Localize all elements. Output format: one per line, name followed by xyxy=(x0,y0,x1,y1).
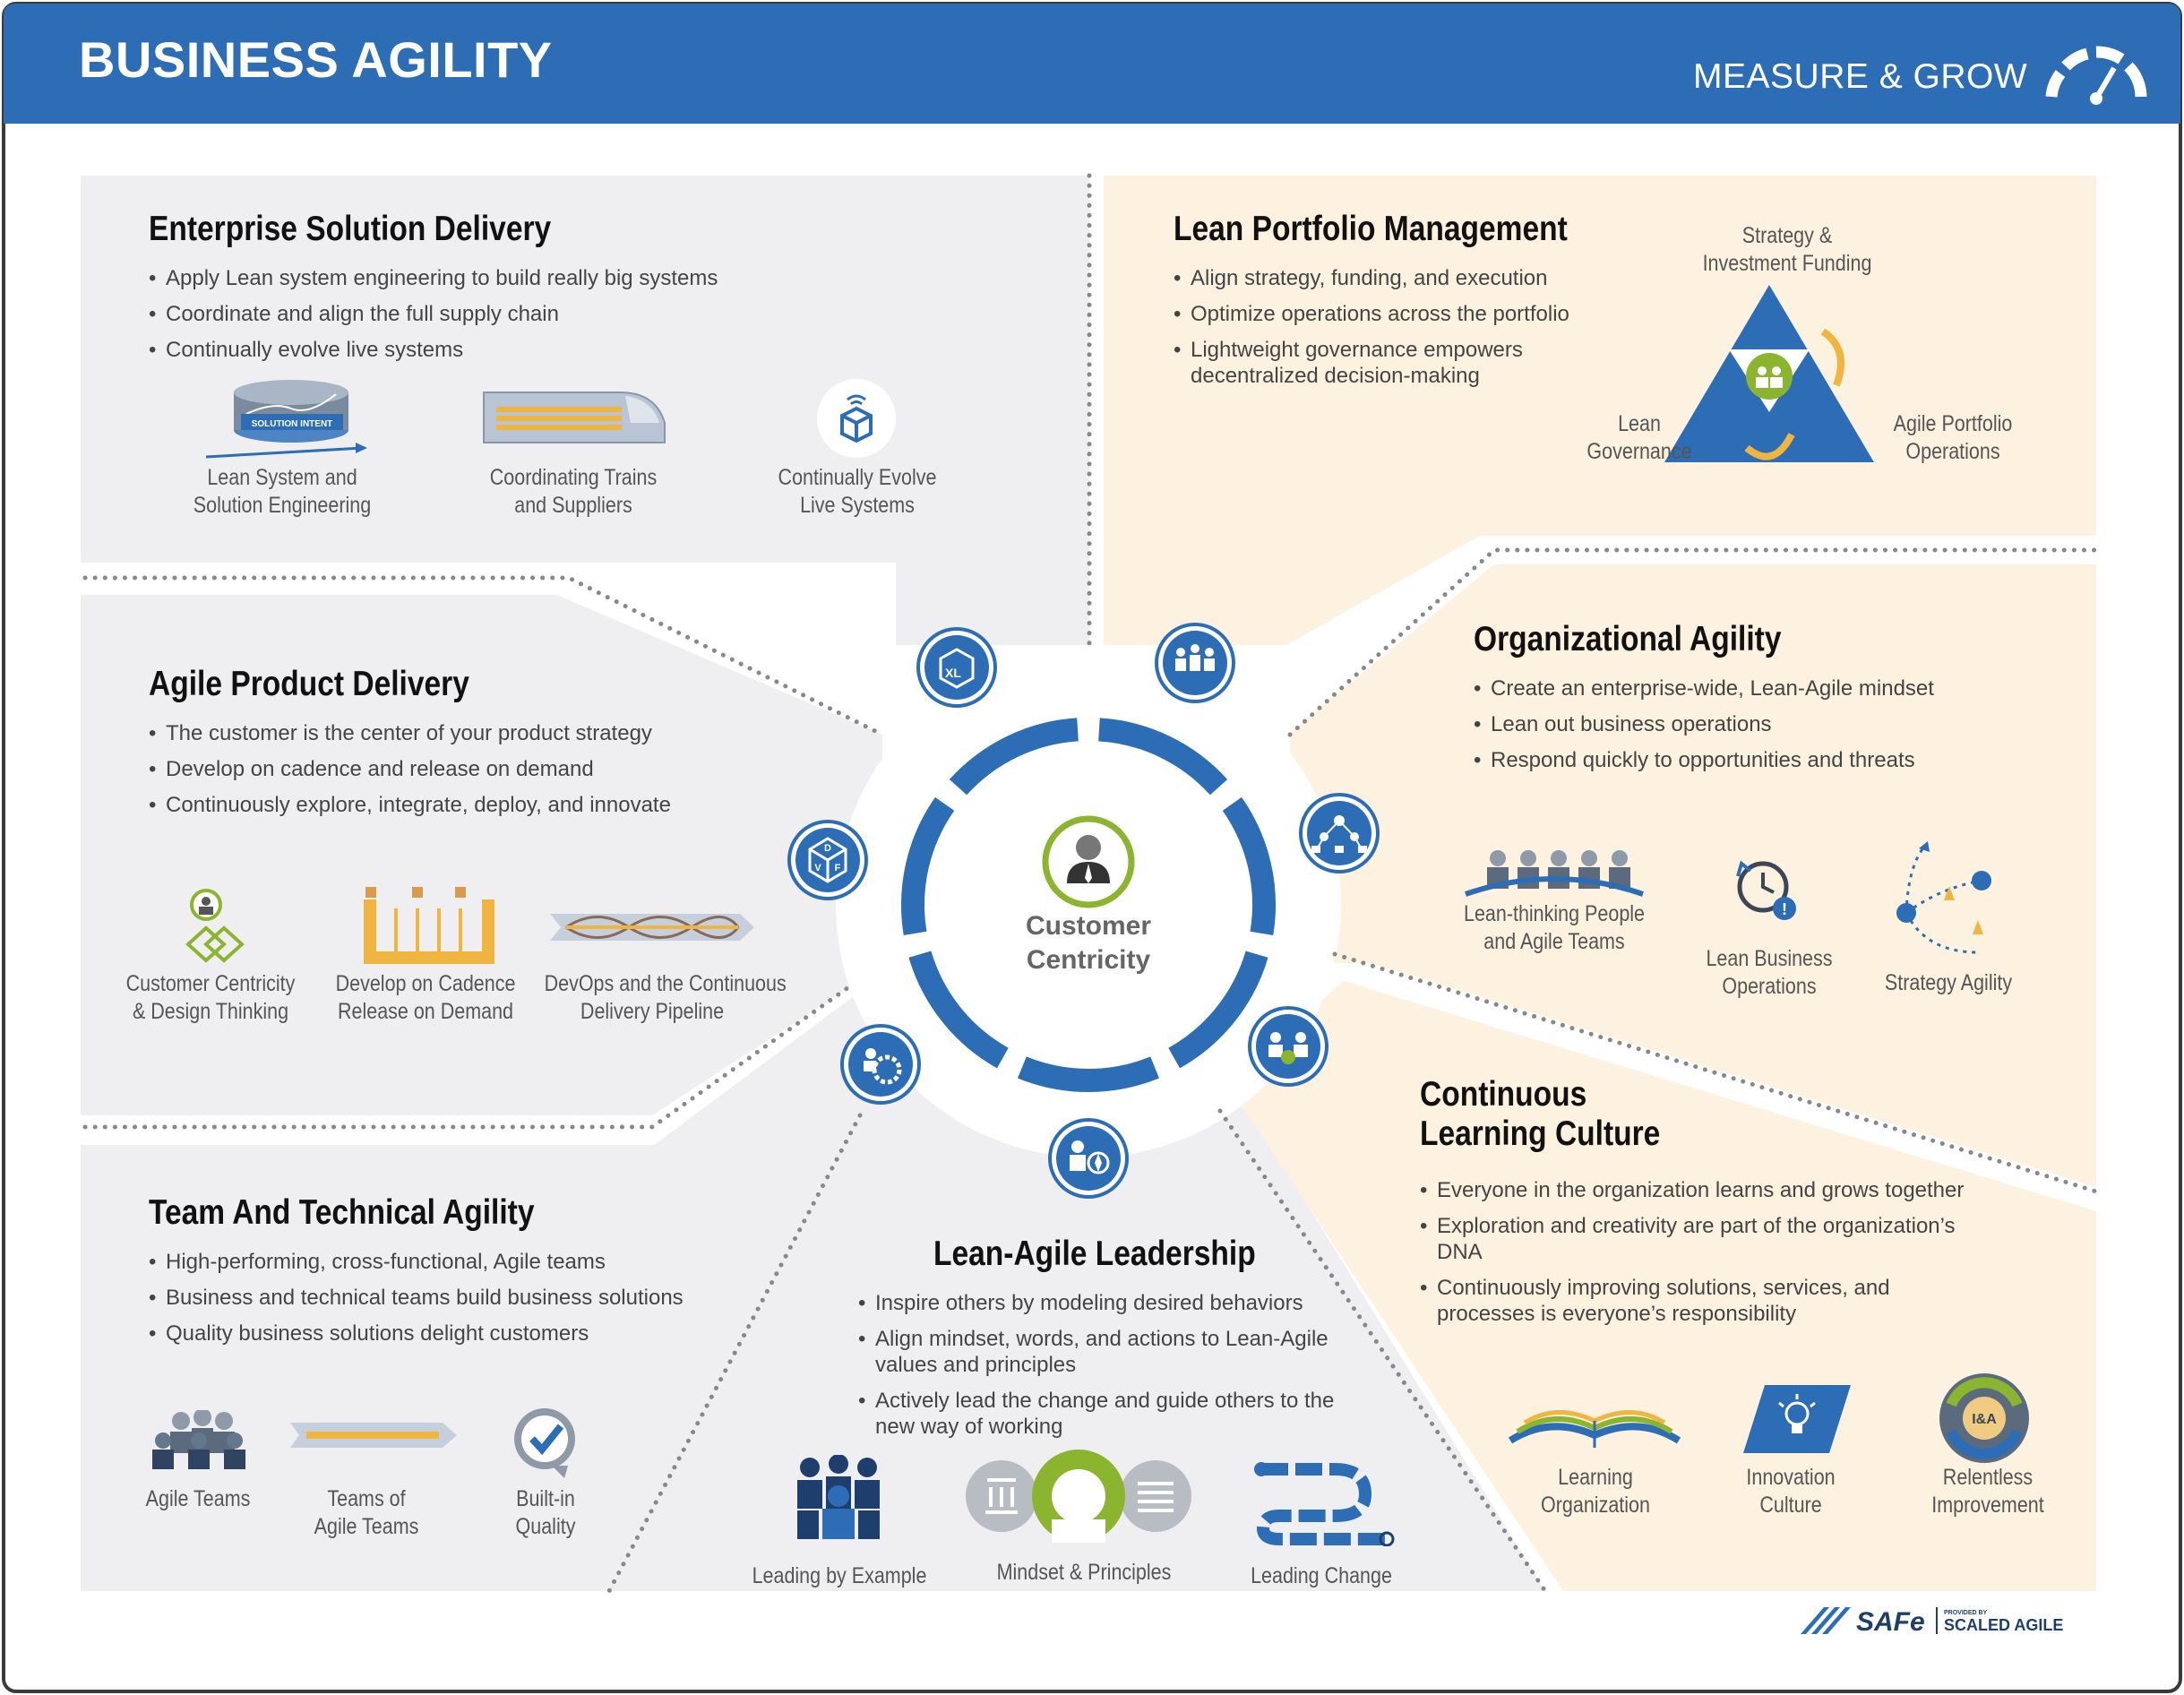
scaled-agile: SCALED AGILE xyxy=(1944,1616,2063,1634)
oa-caption-people: Lean-thinking People and Agile Teams xyxy=(1463,901,1646,954)
lpm-bullet: Align strategy, funding, and execution xyxy=(1174,265,1604,291)
apd-caption-cadence: Develop on Cadence Release on Demand xyxy=(335,971,516,1024)
ring-segment xyxy=(1017,1056,1160,1092)
clc-caption-learning: Learning Organization xyxy=(1541,1465,1650,1518)
lal-title: Lean-Agile Leadership xyxy=(933,1235,1256,1273)
innovation-culture-icon xyxy=(1743,1385,1851,1453)
design-thinking-icon xyxy=(185,889,245,963)
solution-intent-icon: SOLUTION INTENT xyxy=(205,380,367,459)
tta-title: Team And Technical Agility xyxy=(149,1193,535,1232)
lpm-bullet: Optimize operations across the portfolio xyxy=(1174,301,1604,327)
lpm-label-governance: Lean Governance xyxy=(1586,411,1692,464)
devops-pipeline-icon xyxy=(550,914,754,941)
oa-bullet: Lean out business operations xyxy=(1474,711,2065,737)
lal-caption-example: Leading by Example xyxy=(752,1563,927,1588)
panel-lean-portfolio-management xyxy=(1104,176,2096,645)
live-system-icon xyxy=(817,379,896,458)
svg-text:!: ! xyxy=(1782,900,1787,918)
esd-caption-live: Continually Evolve Live Systems xyxy=(778,465,937,518)
tta-caption-teams: Agile Teams xyxy=(145,1486,251,1511)
ring-segment xyxy=(949,718,1079,796)
clc-caption-innovation: Innovation Culture xyxy=(1746,1465,1836,1518)
apd-bullet: The customer is the center of your produ… xyxy=(149,720,830,746)
ring-segment xyxy=(1168,951,1268,1069)
lal-caption-mindset: Mindset & Principles xyxy=(996,1560,1172,1585)
safe-logo: SAFe PROVIDED BY SCALED AGILE xyxy=(1801,1607,2063,1637)
ring-segment xyxy=(908,951,1009,1069)
mindset-principles-icon xyxy=(966,1450,1191,1543)
leading-change-icon xyxy=(1254,1462,1395,1546)
clc-title: Continuous Learning Culture xyxy=(1420,1075,1661,1153)
esd-bullet: Continually evolve live systems xyxy=(149,337,883,363)
lal-bullets: Inspire others by modeling desired behav… xyxy=(858,1290,1342,1450)
esd-bullets: Apply Lean system engineering to build r… xyxy=(149,265,883,373)
lpm-label-operations: Agile Portfolio Operations xyxy=(1893,411,2013,464)
leading-by-example-icon xyxy=(797,1455,880,1539)
oa-bullets: Create an enterprise-wide, Lean-Agile mi… xyxy=(1474,675,2065,783)
center-label-line1: Customer xyxy=(1025,911,1152,941)
gauge-icon xyxy=(2045,46,2147,105)
clc-caption-relentless: Relentless Improvement xyxy=(1931,1465,2044,1518)
tta-caption-quality: Built-in Quality xyxy=(515,1486,576,1539)
apd-title: Agile Product Delivery xyxy=(149,665,469,703)
tta-bullet: High-performing, cross-functional, Agile… xyxy=(149,1249,847,1275)
oa-caption-operations: Lean Business Operations xyxy=(1706,946,1833,999)
lal-caption-change: Leading Change xyxy=(1251,1563,1392,1588)
esd-bullet: Coordinate and align the full supply cha… xyxy=(149,301,883,327)
teams-of-teams-icon xyxy=(290,1423,457,1448)
ring-segment xyxy=(901,796,955,935)
ring-segment xyxy=(1222,796,1276,935)
lpm-title: Lean Portfolio Management xyxy=(1174,210,1568,248)
apd-bullet: Continuously explore, integrate, deploy,… xyxy=(149,792,830,818)
center-label: Customer Centricity xyxy=(967,909,1209,977)
tta-bullets: High-performing, cross-functional, Agile… xyxy=(149,1249,847,1356)
lal-bullet: Inspire others by modeling desired behav… xyxy=(858,1290,1342,1316)
lal-bullet: Align mindset, words, and actions to Lea… xyxy=(858,1326,1342,1378)
oa-bullet: Create an enterprise-wide, Lean-Agile mi… xyxy=(1474,675,2065,701)
relentless-improvement-icon: I&A xyxy=(1939,1373,2029,1463)
provided-by: PROVIDED BY xyxy=(1944,1610,1988,1616)
center-label-line2: Centricity xyxy=(1026,945,1151,975)
ina-badge: I&A xyxy=(1972,1412,1997,1427)
lal-bullet: Actively lead the change and guide other… xyxy=(858,1388,1342,1440)
business-operations-icon: ! xyxy=(1736,860,1796,920)
portfolio-triangle-icon xyxy=(1664,285,1874,462)
strategy-agility-icon xyxy=(1896,841,1991,954)
apd-bullets: The customer is the center of your produ… xyxy=(149,720,830,828)
tta-caption-team-of-teams: Teams of Agile Teams xyxy=(314,1486,419,1539)
esd-title: Enterprise Solution Delivery xyxy=(149,210,552,248)
lpm-bullet: Lightweight governance empowers decentra… xyxy=(1174,337,1604,389)
built-in-quality-icon xyxy=(514,1408,575,1478)
page-title: BUSINESS AGILITY xyxy=(79,31,553,88)
train-icon xyxy=(483,391,666,443)
clc-bullet: Exploration and creativity are part of t… xyxy=(1420,1213,1975,1265)
agile-people-icon xyxy=(1465,850,1644,897)
cadence-release-icon xyxy=(364,887,494,964)
ring-segment xyxy=(1097,718,1228,796)
apd-bullet: Develop on cadence and release on demand xyxy=(149,756,830,782)
clc-bullet: Continuously improving solutions, servic… xyxy=(1420,1275,1975,1327)
solution-intent-badge: SOLUTION INTENT xyxy=(252,419,333,429)
clc-bullets: Everyone in the organization learns and … xyxy=(1420,1177,1975,1337)
esd-bullet: Apply Lean system engineering to build r… xyxy=(149,265,883,291)
apd-caption-design: Customer Centricity & Design Thinking xyxy=(125,971,296,1024)
oa-bullet: Respond quickly to opportunities and thr… xyxy=(1474,747,2065,773)
learning-organization-icon xyxy=(1508,1410,1681,1448)
clc-bullet: Everyone in the organization learns and … xyxy=(1420,1177,1975,1203)
lpm-bullets: Align strategy, funding, and execution O… xyxy=(1174,265,1604,399)
agile-teams-icon xyxy=(152,1410,245,1469)
esd-caption-lean-system: Lean System and Solution Engineering xyxy=(193,465,372,518)
safe-brand: SAFe xyxy=(1856,1607,1925,1637)
tta-bullet: Business and technical teams build busin… xyxy=(149,1285,847,1311)
apd-caption-devops: DevOps and the Continuous Delivery Pipel… xyxy=(544,971,787,1024)
oa-caption-strategy: Strategy Agility xyxy=(1884,970,2013,995)
esd-caption-trains: Coordinating Trains and Suppliers xyxy=(489,465,658,518)
tta-bullet: Quality business solutions delight custo… xyxy=(149,1321,847,1347)
lpm-label-strategy: Strategy & Investment Funding xyxy=(1702,223,1872,276)
header-measure-grow: MEASURE & GROW xyxy=(1693,57,2028,96)
oa-title: Organizational Agility xyxy=(1474,620,1782,658)
ring-segments xyxy=(901,718,1276,1092)
